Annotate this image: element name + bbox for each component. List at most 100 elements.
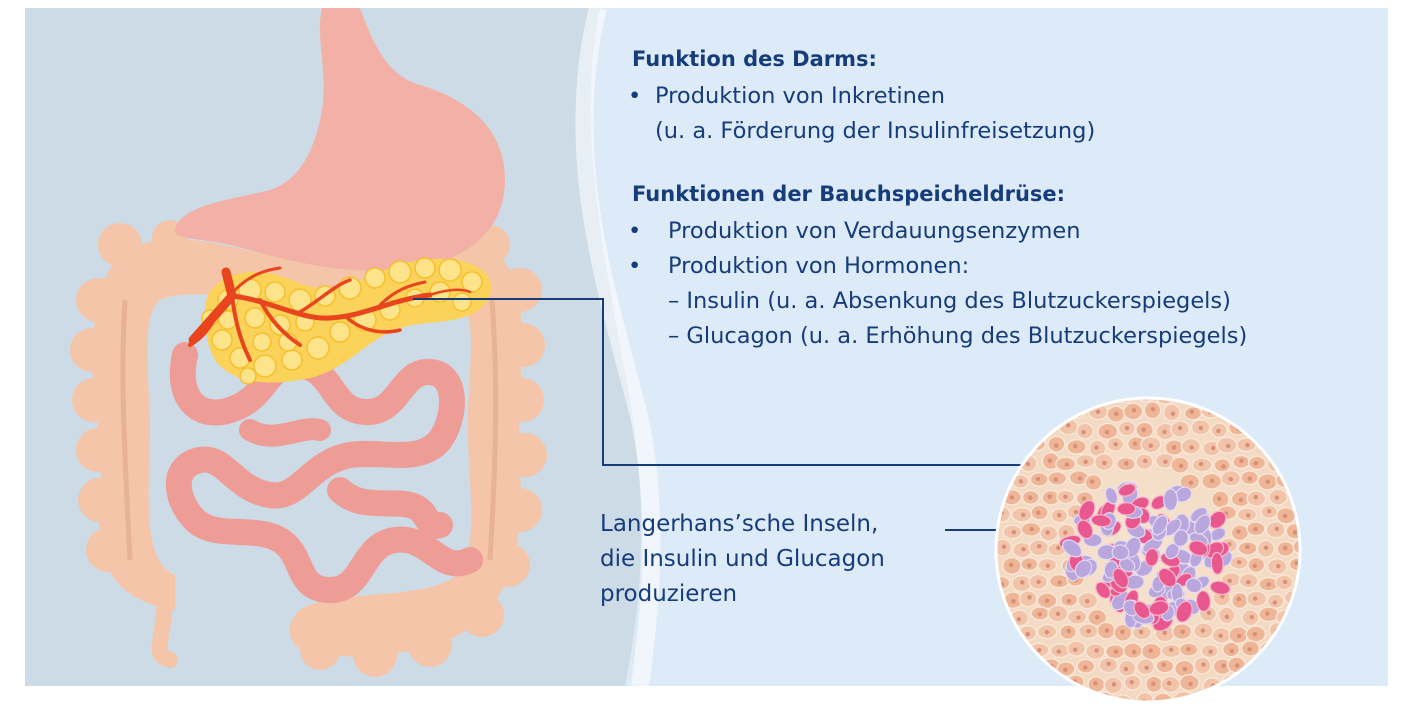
islet-cell-lilac [1164, 489, 1178, 511]
cell-nucleus [1149, 444, 1153, 448]
cell-nucleus [1275, 495, 1279, 499]
cell-nucleus [1045, 530, 1049, 534]
cell-nucleus [1236, 529, 1240, 533]
cell-nucleus [1048, 459, 1052, 463]
hormone-item-insulin: – Insulin (u. a. Absenkung des Blutzucke… [668, 288, 1231, 314]
cell-nucleus [1063, 530, 1067, 534]
intestine-function-heading: Funktion des Darms: [632, 47, 877, 71]
cell-nucleus [1247, 647, 1251, 651]
cell-nucleus [1063, 495, 1067, 499]
cell-nucleus [1237, 560, 1241, 564]
cell-nucleus [1149, 648, 1153, 652]
cell-nucleus [1217, 497, 1221, 501]
pancreas-function-heading: Funktionen der Bauchspeicheldrüse: [632, 182, 1065, 206]
cell-nucleus [1211, 446, 1215, 450]
cell-nucleus [1201, 628, 1205, 632]
cell-nucleus [1036, 477, 1040, 481]
cell-nucleus [1218, 634, 1222, 638]
cell-nucleus [1237, 634, 1241, 638]
cell-nucleus [1017, 617, 1021, 621]
cell-nucleus [1037, 648, 1041, 652]
cell-nucleus [1120, 630, 1124, 634]
cell-nucleus [1067, 629, 1071, 633]
cell-nucleus [1143, 459, 1147, 463]
cell-nucleus [1036, 510, 1040, 514]
cell-nucleus [1083, 460, 1087, 464]
cell-nucleus [1179, 464, 1183, 468]
cell-nucleus [1167, 681, 1171, 685]
cell-nucleus [1057, 649, 1061, 653]
islets-label-line: die Insulin und Glucagon [600, 543, 885, 575]
cell-nucleus [1283, 514, 1287, 518]
cell-nucleus [1002, 545, 1006, 549]
cell-nucleus [1102, 461, 1106, 465]
cell-nucleus [1142, 427, 1146, 431]
cell-nucleus [1266, 582, 1270, 586]
cell-nucleus [1163, 459, 1167, 463]
cell-nucleus [1144, 666, 1148, 670]
cell-nucleus [1045, 598, 1049, 602]
bullet-icon: • [628, 253, 641, 279]
cell-nucleus [1129, 680, 1133, 684]
cell-nucleus [1275, 527, 1279, 531]
cell-nucleus [1113, 442, 1117, 446]
cell-nucleus [1189, 481, 1193, 485]
islet-cell-pink [1196, 590, 1211, 611]
cell-nucleus [1250, 615, 1254, 619]
cell-nucleus [1081, 430, 1085, 434]
cell-nucleus [1029, 527, 1033, 531]
bullet-icon: • [628, 218, 641, 244]
islets-label-line: produzieren [600, 578, 737, 610]
cell-nucleus [1093, 681, 1097, 685]
cell-nucleus [1245, 545, 1249, 549]
cell-nucleus [1021, 547, 1025, 551]
cell-nucleus [1207, 611, 1211, 615]
cell-nucleus [1056, 546, 1060, 550]
cell-nucleus [1264, 546, 1268, 550]
cell-nucleus [1161, 662, 1165, 666]
cell-nucleus [1139, 630, 1143, 634]
cell-nucleus [1056, 612, 1060, 616]
cell-nucleus [1283, 580, 1287, 584]
cell-nucleus [1253, 564, 1257, 568]
cell-nucleus [1248, 476, 1252, 480]
cell-nucleus [1087, 629, 1091, 633]
cell-nucleus [1265, 611, 1269, 615]
cell-nucleus [1172, 445, 1176, 449]
cell-nucleus [1009, 563, 1013, 567]
cell-nucleus [1201, 662, 1205, 666]
cell-nucleus [1045, 630, 1049, 634]
cell-nucleus [1283, 546, 1287, 550]
cell-nucleus [1239, 498, 1243, 502]
cell-nucleus [1010, 495, 1014, 499]
cell-nucleus [1267, 509, 1271, 513]
cell-nucleus [1228, 579, 1232, 583]
cell-nucleus [1199, 462, 1203, 466]
islet-cell-pink [1117, 502, 1136, 515]
cell-nucleus [1048, 494, 1052, 498]
cell-nucleus [1186, 647, 1190, 651]
cell-nucleus [1216, 429, 1220, 433]
cell-nucleus [1054, 443, 1058, 447]
cell-nucleus [1096, 410, 1100, 414]
intestine-function-item: Produktion von Inkretinen [655, 83, 945, 109]
cell-nucleus [1105, 628, 1109, 632]
cell-nucleus [1114, 650, 1118, 654]
cell-nucleus [1065, 462, 1069, 466]
cell-nucleus [1066, 423, 1070, 427]
cell-nucleus [1105, 430, 1109, 434]
cell-nucleus [1037, 580, 1041, 584]
cell-nucleus [1253, 596, 1257, 600]
cell-nucleus [1094, 648, 1098, 652]
cell-nucleus [1221, 464, 1225, 468]
cell-nucleus [1229, 477, 1233, 481]
cell-nucleus [1095, 615, 1099, 619]
cell-nucleus [1125, 426, 1129, 430]
cell-nucleus [1254, 461, 1258, 465]
cell-nucleus [1027, 563, 1031, 567]
cell-nucleus [1171, 411, 1175, 415]
pancreas-function-item: Produktion von Verdauungsenzymen [668, 218, 1080, 244]
cell-nucleus [1067, 599, 1071, 603]
cell-nucleus [1132, 408, 1136, 412]
